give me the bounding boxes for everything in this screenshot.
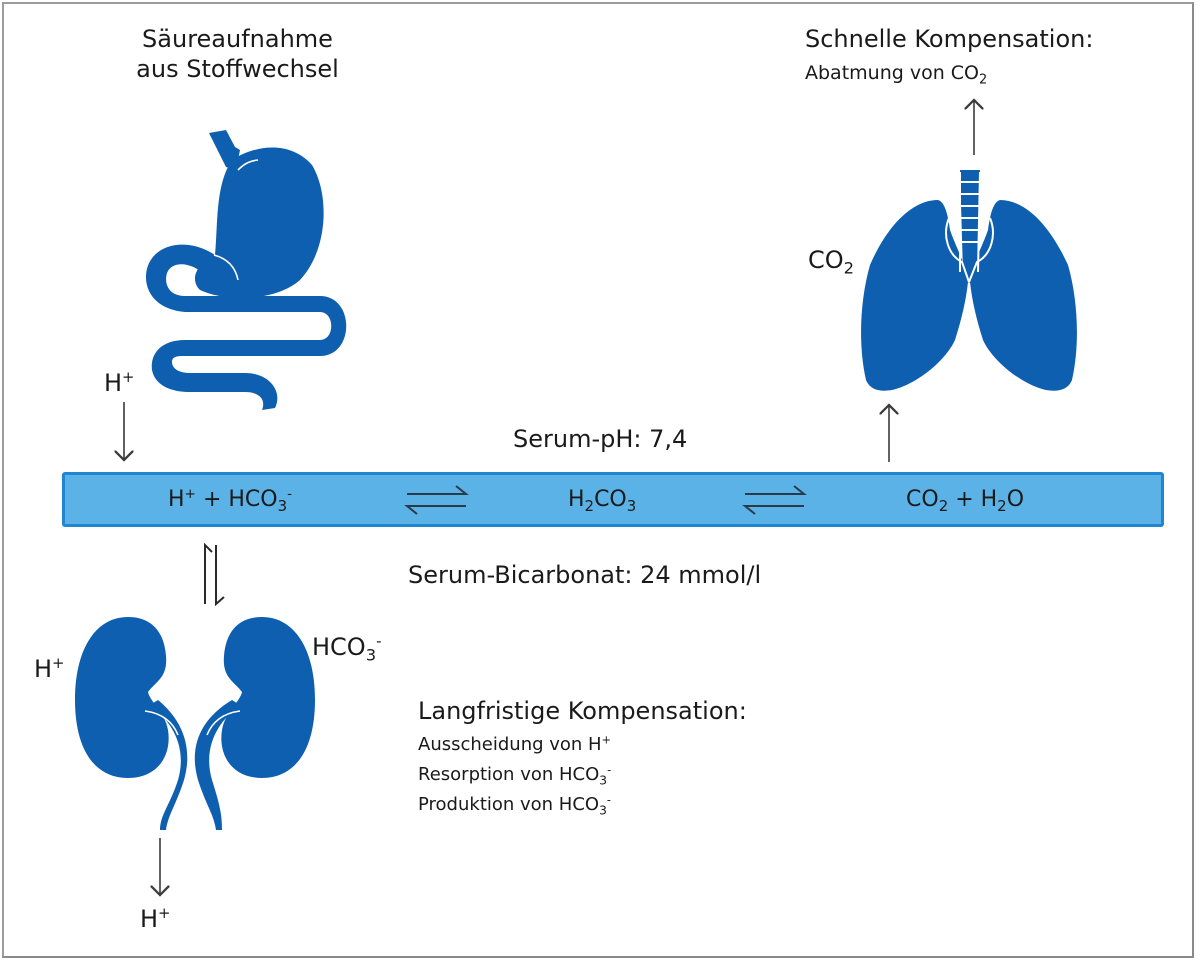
subscript: 3 [626,497,637,516]
superscript: - [606,793,611,807]
trachea-rings [960,181,980,243]
long-compensation-item: Resorption von HCO3- [418,760,611,790]
vertical-equilibrium-arrow [204,542,225,607]
kidney-bottom-label: H+ [140,904,171,934]
long-compensation-heading: Langfristige Kompensation: [418,697,747,725]
fast-compensation-detail: Abatmung von CO2 [805,60,987,86]
subscript: 3 [599,773,608,788]
superscript: - [287,485,293,502]
kidney-right-text: HCO [312,633,366,661]
eq-hco: + HCO [195,487,278,512]
eq-h: H [568,487,585,512]
intake-title-line2: aus Stoffwechsel [136,55,339,83]
subscript: 2 [979,72,988,88]
fast-compensation-heading: Schnelle Kompensation: [805,25,1094,53]
subscript: 2 [938,497,949,516]
kidney-left-text: H [34,655,53,683]
equation-left: H+ + HCO3- [168,486,292,514]
superscript: + [52,654,65,673]
long-compensation-item: Ausscheidung von H+ [418,730,611,760]
lung-co2-label: CO2 [808,245,855,278]
kidney-left-label: H+ [34,654,65,684]
reaction-bar [62,472,1164,527]
subscript: 3 [365,645,377,665]
subscript: 3 [599,803,607,818]
kidneys-icon [75,617,315,830]
intake-title-line1: Säureaufnahme [142,25,333,53]
superscript: + [601,733,611,747]
equation-middle: H2CO3 [568,486,636,514]
lungs-icon [861,170,1077,391]
stomach-intestine-icon [145,130,347,410]
lung-co2-text: CO [808,246,844,274]
superscript: + [122,368,135,387]
gut-h-text: H [104,369,123,397]
serum-ph-label: Serum-pH: 7,4 [513,425,688,453]
kidney-right-label: HCO3- [312,632,382,665]
equilibrium-arrow-1 [404,485,469,515]
subscript: 2 [584,497,595,516]
equation-right: CO2 + H2O [906,486,1024,514]
eq-plus-h: + H [948,487,998,512]
eq-o: O [1006,487,1025,512]
subscript: 2 [843,258,855,278]
stomach-highlight [213,254,239,281]
eq-co: CO [594,487,627,512]
item-text: Resorption von HCO [418,764,600,785]
bronchi-lines [945,171,994,283]
equilibrium-arrow-2 [742,485,807,515]
intake-title: Säureaufnahme aus Stoffwechsel [110,24,365,84]
serum-bicarbonate-label: Serum-Bicarbonat: 24 mmol/l [408,561,762,589]
item-text: Ausscheidung von H [418,734,602,755]
kidney-highlights [144,710,241,736]
item-text: Produktion von HCO [418,794,600,815]
stomach-highlight [237,159,259,171]
superscript: - [376,632,382,651]
superscript: + [158,904,171,923]
superscript: + [184,485,196,502]
long-compensation-list: Ausscheidung von H+ Resorption von HCO3-… [418,730,611,820]
gut-h-plus-label: H+ [104,368,135,398]
subscript: 2 [997,497,1007,516]
eq-h: H [168,487,185,512]
eq-co: CO [906,487,939,512]
fast-compensation-detail-text: Abatmung von CO [805,62,980,84]
kidney-bottom-text: H [140,905,159,933]
subscript: 3 [277,497,288,516]
superscript: - [607,763,612,777]
long-compensation-item: Produktion von HCO3- [418,790,611,820]
